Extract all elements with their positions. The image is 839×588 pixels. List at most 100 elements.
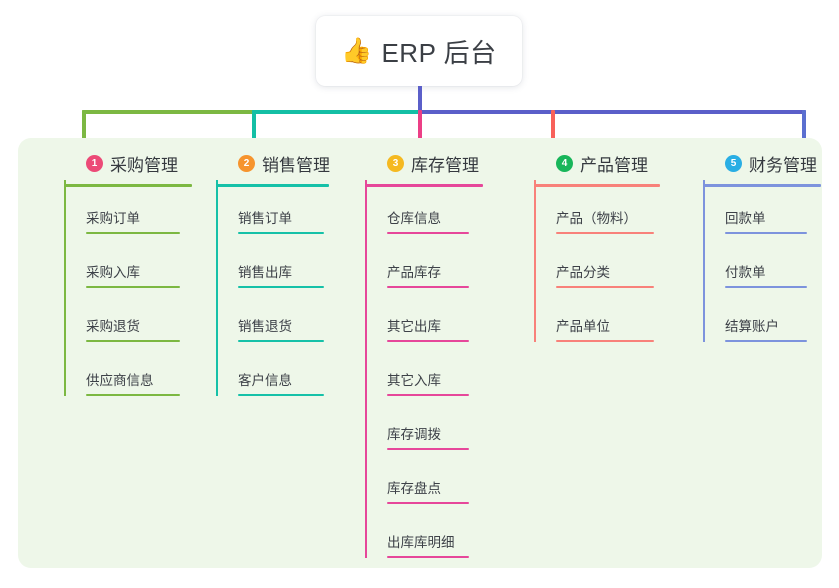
branch-leaf-label: 产品库存: [387, 265, 441, 280]
connector-drop-column-3: [418, 110, 422, 140]
branch-header-5[interactable]: 5 财务管理: [703, 146, 821, 187]
branch-title: 财务管理: [749, 155, 817, 175]
branch-leaf-label: 采购退货: [86, 319, 140, 334]
connector-drop-column-1: [82, 110, 86, 140]
branch-leaf-label: 出库库明细: [387, 535, 455, 550]
branch-leaf-underline: [238, 340, 324, 342]
branch-leaf-item[interactable]: 销售订单: [216, 198, 324, 234]
connector-bus-teal: [252, 110, 420, 114]
branch-number-badge: 4: [556, 154, 573, 172]
branch-leaf-item[interactable]: 其它入库: [365, 360, 469, 396]
branch-spine: [703, 180, 705, 342]
branch-title: 销售管理: [262, 155, 330, 175]
branch-leaf-item[interactable]: 其它出库: [365, 306, 469, 342]
branch-leaf-item[interactable]: 产品库存: [365, 252, 469, 288]
branch-number-badge: 2: [238, 154, 255, 172]
branch-leaf-item[interactable]: 仓库信息: [365, 198, 469, 234]
branch-leaf-label: 库存盘点: [387, 481, 441, 496]
branch-leaf-label: 销售出库: [238, 265, 292, 280]
branch-leaf-underline: [86, 232, 180, 234]
branch-header-row: 4 产品管理: [534, 146, 660, 180]
branch-header-underline: [703, 184, 821, 187]
branch-leaf-item[interactable]: 采购入库: [64, 252, 180, 288]
branch-leaf-item[interactable]: 供应商信息: [64, 360, 180, 396]
branch-leaf-underline: [387, 232, 469, 234]
branch-leaf-item[interactable]: 客户信息: [216, 360, 324, 396]
branch-leaf-label: 库存调拨: [387, 427, 441, 442]
branch-leaf-item[interactable]: 产品分类: [534, 252, 654, 288]
branch-spine: [365, 180, 367, 558]
branch-leaf-underline: [387, 502, 469, 504]
branch-leaf-label: 客户信息: [238, 373, 292, 388]
connector-drop-column-4: [551, 110, 555, 140]
branch-leaf-underline: [725, 340, 807, 342]
branch-leaf-underline: [556, 340, 654, 342]
connector-bus-blue: [418, 110, 806, 114]
branch-leaf-underline: [387, 394, 469, 396]
branch-leaf-label: 其它出库: [387, 319, 441, 334]
branch-leaf-item[interactable]: 出库库明细: [365, 522, 469, 558]
branch-leaf-label: 销售订单: [238, 211, 292, 226]
branch-number-badge: 5: [725, 154, 742, 172]
branch-leaf-item[interactable]: 结算账户: [703, 306, 807, 342]
branch-header-underline: [216, 184, 329, 187]
branch-leaf-item[interactable]: 采购订单: [64, 198, 180, 234]
branch-leaf-underline: [238, 232, 324, 234]
branch-number-badge: 1: [86, 154, 103, 172]
connector-drop-column-5: [802, 110, 806, 140]
branch-leaf-item[interactable]: 销售退货: [216, 306, 324, 342]
branch-leaf-item[interactable]: 采购退货: [64, 306, 180, 342]
branch-leaf-item[interactable]: 库存调拨: [365, 414, 469, 450]
branch-title: 产品管理: [580, 155, 648, 175]
branch-header-underline: [64, 184, 192, 187]
branch-leaf-label: 产品（物料）: [556, 211, 637, 226]
branch-leaf-item[interactable]: 产品单位: [534, 306, 654, 342]
branch-header-1[interactable]: 1 采购管理: [64, 146, 192, 187]
branch-leaf-underline: [238, 286, 324, 288]
branch-header-2[interactable]: 2 销售管理: [216, 146, 330, 187]
branch-leaf-label: 产品单位: [556, 319, 610, 334]
branch-leaf-underline: [86, 340, 180, 342]
branch-spine: [64, 180, 66, 396]
branch-leaf-item[interactable]: 产品（物料）: [534, 198, 654, 234]
root-node-title: ERP 后台: [381, 37, 497, 68]
branch-leaf-label: 供应商信息: [86, 373, 154, 388]
branch-leaf-underline: [387, 448, 469, 450]
thumbs-up-icon: 👍: [341, 36, 373, 65]
branch-leaf-label: 结算账户: [725, 319, 779, 334]
branch-leaf-label: 采购入库: [86, 265, 140, 280]
branch-leaf-label: 付款单: [725, 265, 766, 280]
branch-leaf-underline: [238, 394, 324, 396]
branch-leaf-label: 采购订单: [86, 211, 140, 226]
branch-title: 库存管理: [411, 155, 479, 175]
branches-panel: 1 采购管理采购订单采购入库采购退货供应商信息 2 销售管理销售订单销售出库销售退货客…: [18, 138, 822, 568]
branch-leaf-label: 销售退货: [238, 319, 292, 334]
branch-header-row: 5 财务管理: [703, 146, 821, 180]
connector-root-stem: [418, 86, 422, 112]
root-node-erp-backend[interactable]: 👍 ERP 后台: [316, 16, 522, 86]
branch-leaf-underline: [387, 556, 469, 558]
branch-leaf-underline: [556, 232, 654, 234]
branch-header-underline: [365, 184, 483, 187]
branch-leaf-item[interactable]: 回款单: [703, 198, 807, 234]
branch-title: 采购管理: [110, 155, 178, 175]
branch-spine: [216, 180, 218, 396]
branch-leaf-underline: [86, 394, 180, 396]
branch-leaf-label: 产品分类: [556, 265, 610, 280]
connector-drop-column-2: [252, 110, 256, 140]
branch-leaf-item[interactable]: 付款单: [703, 252, 807, 288]
branch-leaf-underline: [387, 340, 469, 342]
branch-leaf-label: 仓库信息: [387, 211, 441, 226]
branch-spine: [534, 180, 536, 342]
branch-header-row: 1 采购管理: [64, 146, 192, 180]
branch-leaf-underline: [387, 286, 469, 288]
branch-header-row: 2 销售管理: [216, 146, 330, 180]
branch-header-4[interactable]: 4 产品管理: [534, 146, 660, 187]
branch-leaf-item[interactable]: 销售出库: [216, 252, 324, 288]
connector-bus-green: [82, 110, 254, 114]
branch-leaf-item[interactable]: 库存盘点: [365, 468, 469, 504]
branch-leaf-underline: [725, 286, 807, 288]
